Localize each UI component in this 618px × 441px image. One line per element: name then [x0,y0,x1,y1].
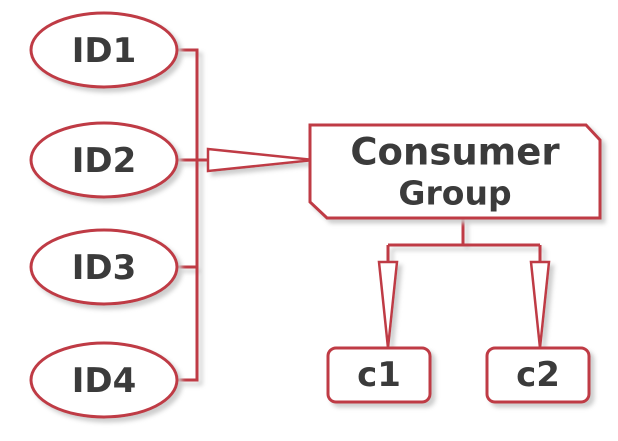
group-split-connector [386,218,542,262]
consumer-group-label-line2: Group [398,174,511,213]
c1-box [326,346,432,404]
consumer-node-c2: c2 [485,346,591,404]
id3-connector [176,160,199,269]
c2-arrow [529,260,551,349]
id3-ellipse [29,228,179,306]
id3-label: ID3 [72,248,137,288]
c1-label: c1 [357,355,401,395]
id-node-1: ID1 [29,11,179,89]
c2-box [485,346,591,404]
consumer-group-box [308,123,602,220]
c1-arrow [377,260,399,349]
id2-ellipse [29,121,179,199]
id-node-3: ID3 [29,228,179,306]
consumer-node-c1: c1 [326,346,432,404]
connectors [176,48,542,382]
id4-ellipse [29,341,179,419]
c2-label: c2 [516,355,560,395]
id1-label: ID1 [72,31,137,71]
consumer-group-node: Consumer Group [308,123,602,220]
consumer-group-label-line1: Consumer [350,131,560,174]
id-node-2: ID2 [29,121,179,199]
id4-connector [176,267,199,382]
id2-label: ID2 [72,141,137,181]
id1-connector [176,48,199,160]
arrows [206,147,551,349]
id4-label: ID4 [72,361,137,401]
group-input-arrow [206,147,315,173]
id1-ellipse [29,11,179,89]
id-node-4: ID4 [29,341,179,419]
